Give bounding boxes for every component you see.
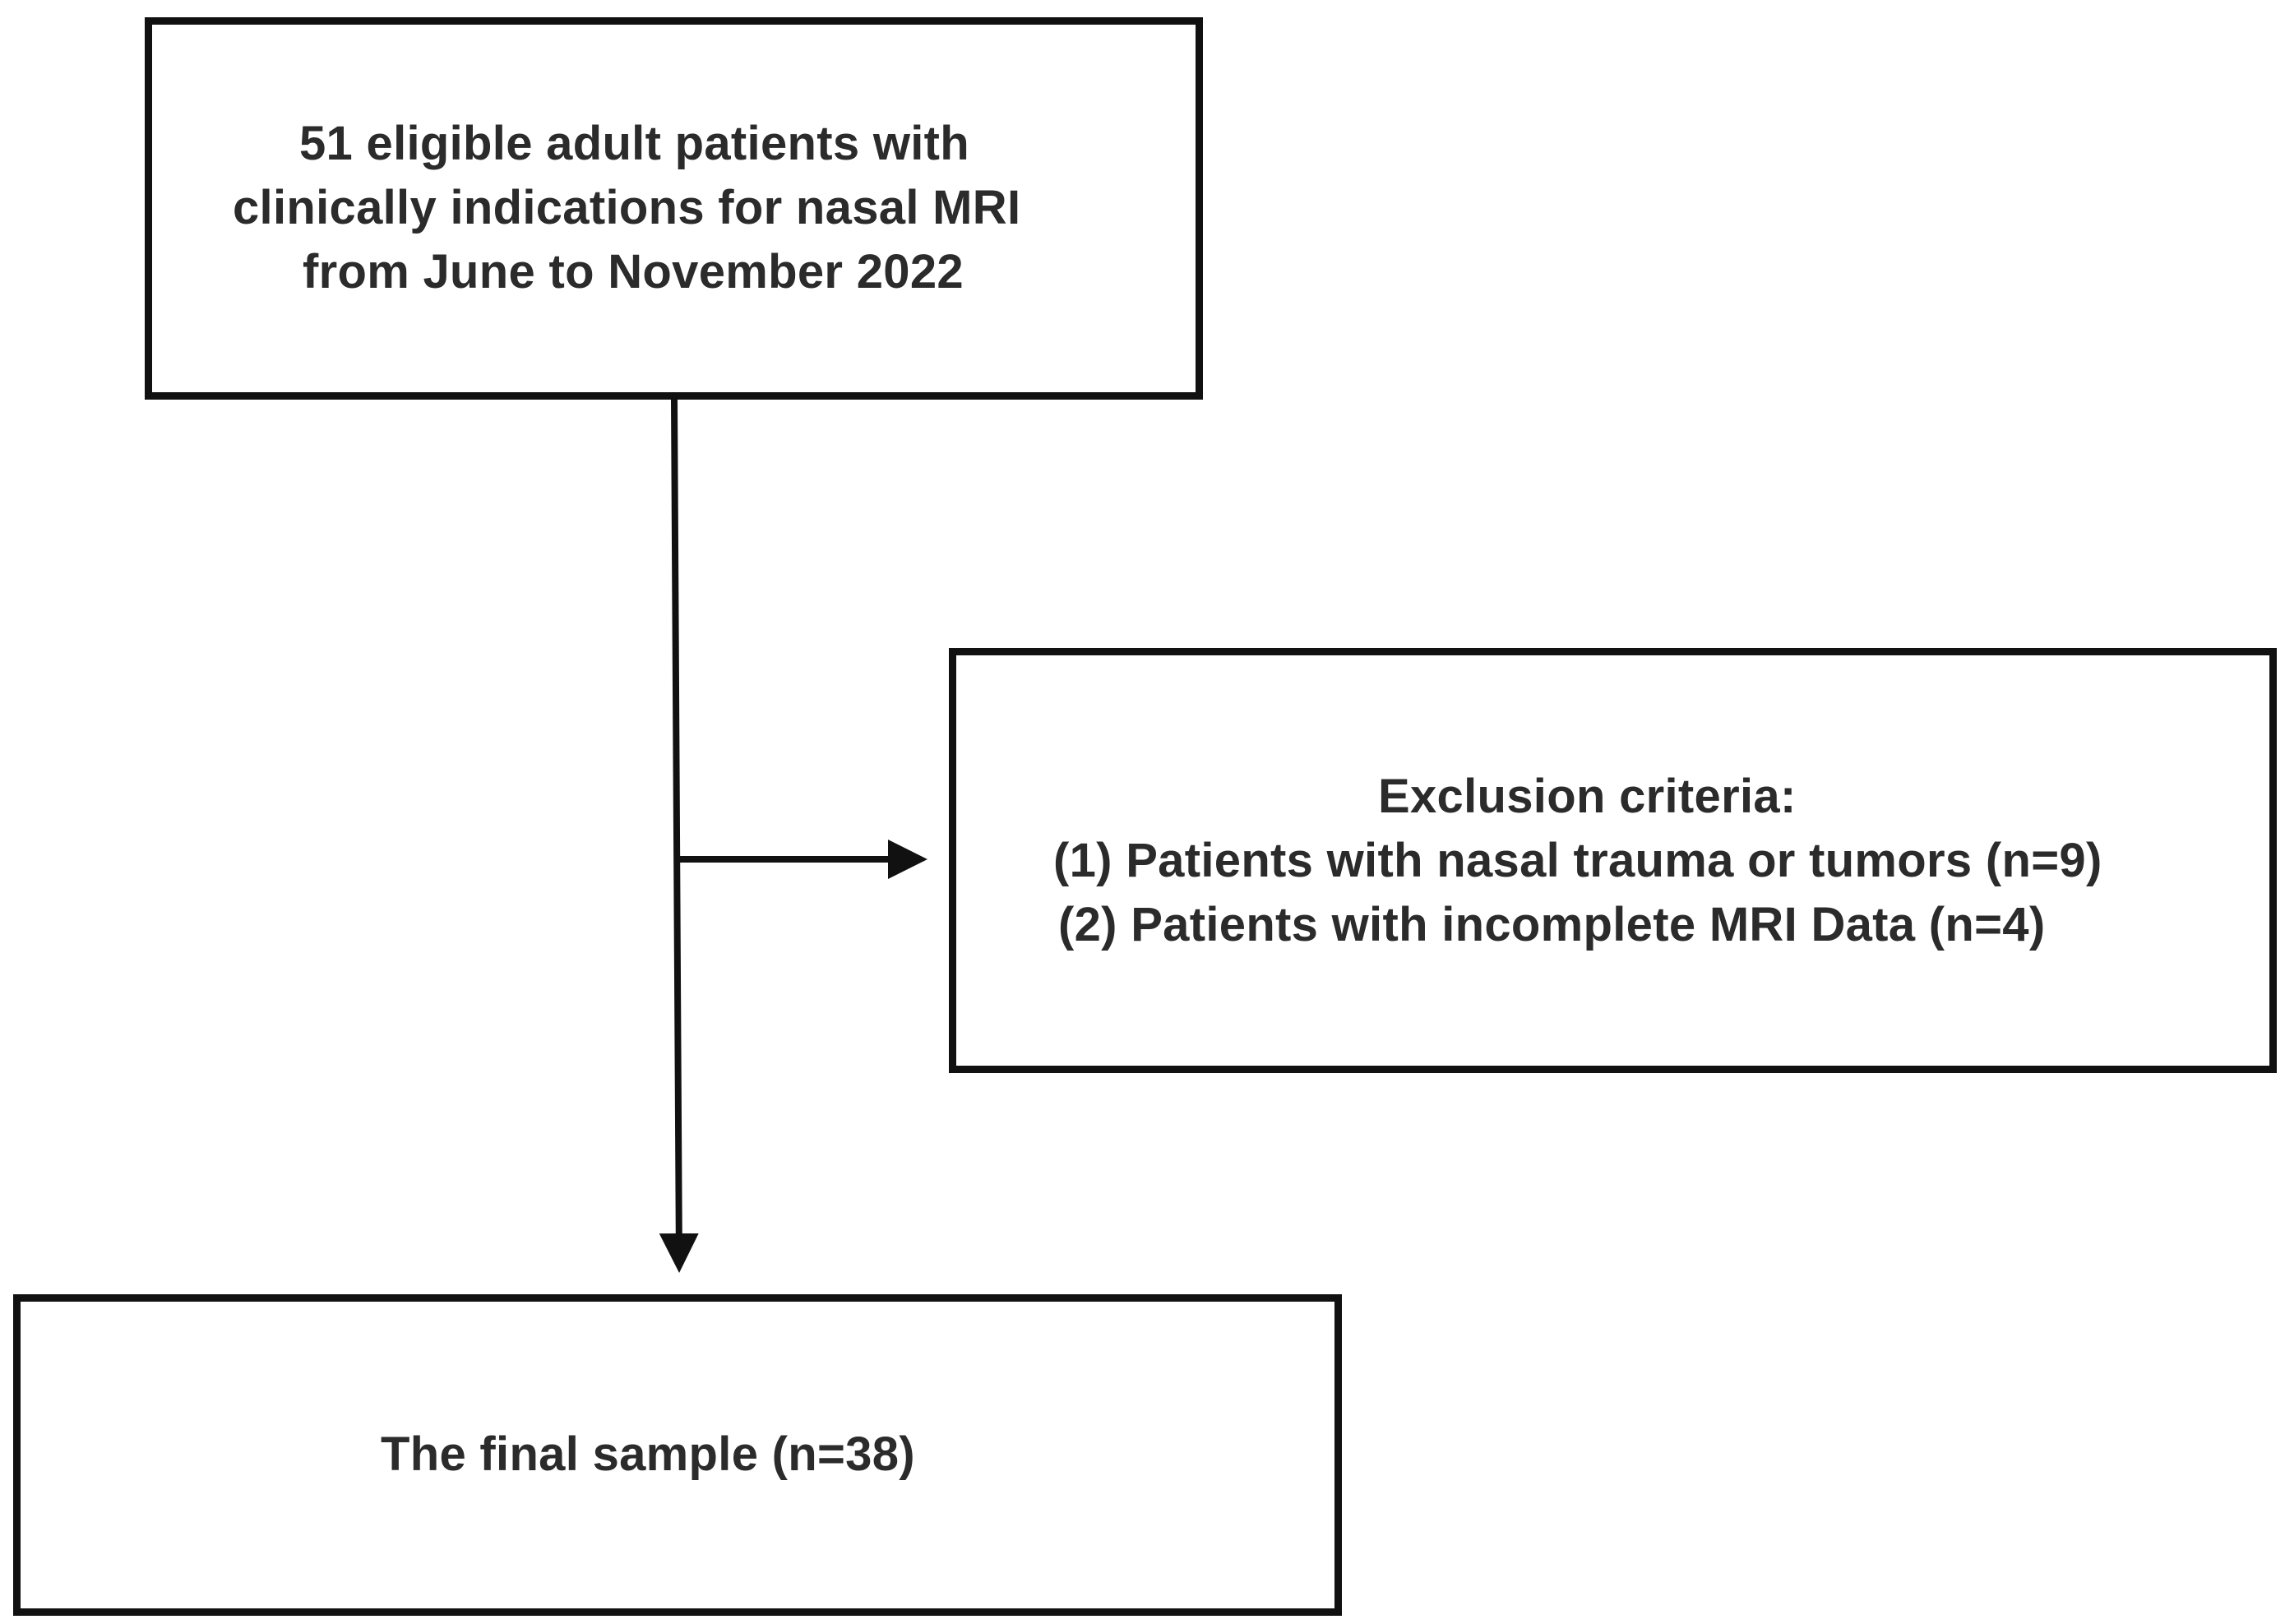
main-flow-arrow [659,399,699,1273]
enrollment-line-3: from June to November 2022 [303,245,964,298]
enrollment-box [145,17,1203,400]
enrollment-line-1: 51 eligible adult patients with [299,117,969,170]
final-sample-box [13,1294,1342,1616]
exclusion-item-1: (1) Patients with nasal trauma or tumors… [1053,834,2102,887]
enrollment-line-2: clinically indications for nasal MRI [233,181,1021,234]
final-sample-label: The final sample (n=38) [381,1427,915,1481]
exclusion-box [949,648,2277,1073]
exclusion-item-2: (2) Patients with incomplete MRI Data (n… [1058,898,2046,951]
exclusion-heading: Exclusion criteria: [1378,770,1797,823]
